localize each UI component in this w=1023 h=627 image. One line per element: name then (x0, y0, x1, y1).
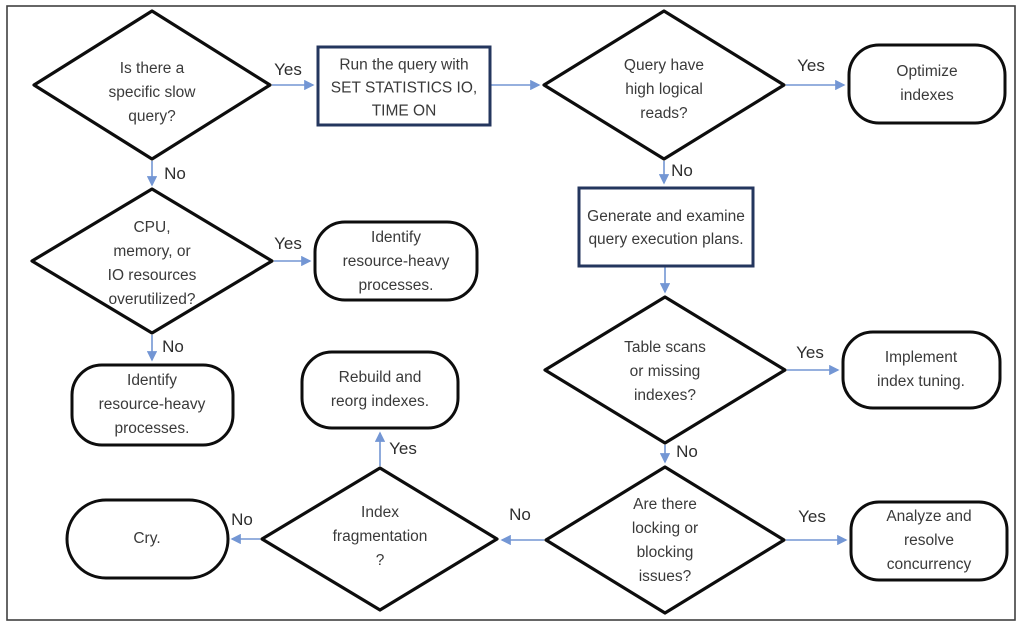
terminator-analyze-concurrency (849, 500, 1009, 582)
terminator-optimize-indexes (847, 43, 1007, 125)
edge-label-no-locking: No (509, 505, 531, 524)
label-logical-reads: Query have high logical reads? (623, 57, 705, 122)
process-run-statistics (316, 45, 492, 127)
label-locking-blocking: Are there locking or blocking issues? (631, 496, 699, 585)
process-execution-plans (577, 186, 755, 268)
edge-label-yes-scans: Yes (796, 343, 824, 362)
decision-slow-query (32, 9, 272, 161)
decision-resources-overutilized (30, 187, 274, 335)
edge-label-no-scans: No (676, 442, 698, 461)
label-index-fragmentation: Index fragmentation ? (332, 504, 428, 569)
label-slow-query: Is there a specific slow query? (108, 60, 196, 125)
terminator-rebuild-indexes (300, 350, 460, 430)
decision-locking-blocking (544, 465, 786, 615)
terminator-identify-processes-yes (313, 220, 479, 302)
terminator-cry (65, 498, 230, 580)
edge-label-no-slowquery: No (164, 164, 186, 183)
label-table-scans: Table scans or missing indexes? (624, 339, 706, 404)
edge-label-no-reads: No (671, 161, 693, 180)
label-identify-processes-yes: Identify resource-heavy processes. (342, 229, 450, 294)
label-analyze-concurrency: Analyze and resolve concurrency (886, 508, 972, 573)
label-optimize-indexes: Optimize indexes (896, 63, 958, 104)
label-resources-overutilized: CPU, memory, or IO resources overutilize… (107, 219, 197, 308)
edge-label-yes-reads: Yes (797, 56, 825, 75)
label-run-statistics: Run the query with SET STATISTICS IO, TI… (330, 56, 478, 120)
label-rebuild-indexes: Rebuild and reorg indexes. (330, 369, 430, 410)
edge-label-yes-resources: Yes (274, 234, 302, 253)
edge-label-yes-slowquery: Yes (274, 60, 302, 79)
terminator-index-tuning (841, 330, 1002, 410)
edge-label-no-frag: No (231, 510, 253, 529)
outer-frame (6, 5, 1016, 621)
label-identify-processes-no: Identify resource-heavy processes. (98, 372, 206, 437)
edge-label-yes-frag: Yes (389, 439, 417, 458)
edge-label-yes-locking: Yes (798, 507, 826, 526)
label-cry: Cry. (133, 530, 161, 547)
terminator-identify-processes-no (70, 363, 235, 447)
decision-index-fragmentation (260, 466, 499, 612)
label-execution-plans: Generate and examine query execution pla… (587, 208, 745, 248)
label-index-tuning: Implement index tuning. (877, 349, 965, 390)
edge-label-no-resources: No (162, 337, 184, 356)
decision-table-scans (543, 295, 787, 445)
decision-logical-reads (542, 9, 786, 161)
